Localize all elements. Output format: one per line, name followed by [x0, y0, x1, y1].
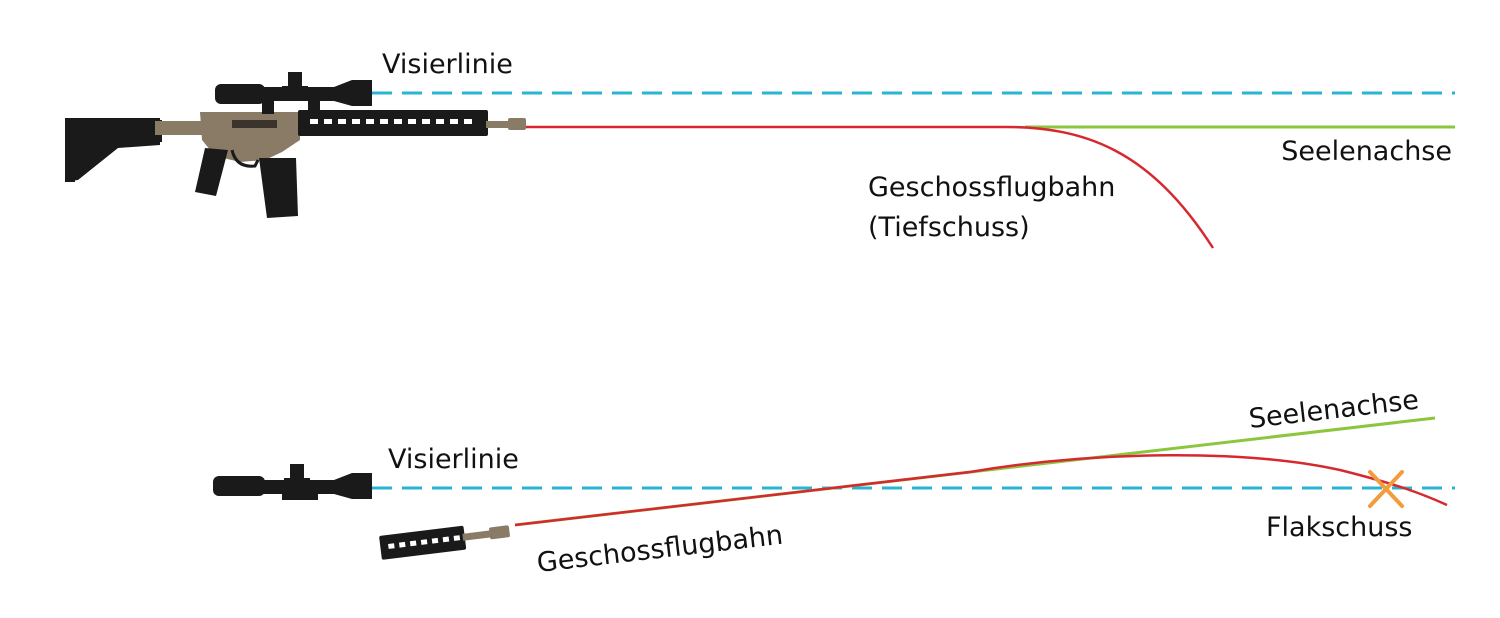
bottom-sight-line-label: Visierlinie: [388, 444, 519, 475]
bottom-trajectory: [514, 454, 1448, 527]
top-trajectory: [525, 125, 1215, 249]
top-trajectory-sublabel: (Tiefschuss): [868, 212, 1030, 243]
cross-mark-icon: [1368, 470, 1404, 508]
bottom-impact-label: Flakschuss: [1266, 512, 1412, 543]
top-diagram: Visierlinie Seelenachse Geschossflugbahn…: [65, 49, 1455, 249]
rifle-icon: [65, 72, 526, 218]
top-sight-line-label: Visierlinie: [382, 49, 513, 80]
bottom-bore-axis-label: Seelenachse: [1247, 385, 1420, 435]
barrel-icon: [379, 525, 510, 560]
top-trajectory-label: Geschossflugbahn: [868, 172, 1115, 203]
top-bore-axis-label: Seelenachse: [1281, 136, 1452, 167]
scope-icon: [213, 464, 372, 500]
bottom-diagram: Visierlinie Seelenachse Geschossflugbahn…: [213, 385, 1455, 579]
bottom-trajectory-label: Geschossflugbahn: [535, 520, 784, 579]
